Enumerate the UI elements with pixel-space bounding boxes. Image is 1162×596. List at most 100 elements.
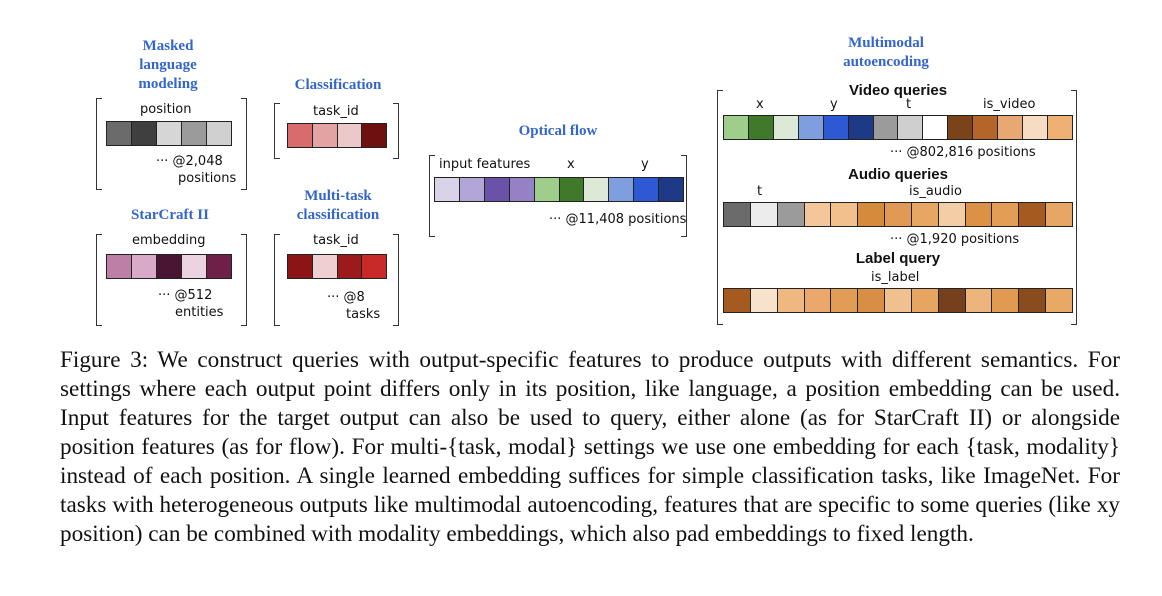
embedding-cell xyxy=(336,254,363,279)
audio-label-t: t xyxy=(757,184,763,199)
embedding-cell xyxy=(131,121,157,146)
embedding-cell xyxy=(361,254,387,279)
mlm-title-line: modeling xyxy=(138,76,198,92)
embedding-cell xyxy=(972,115,999,140)
embedding-cell xyxy=(822,115,849,140)
embedding-cell xyxy=(991,202,1020,227)
embedding-cell xyxy=(723,115,749,140)
embedding-cell xyxy=(857,202,886,227)
starcraft-count: ··· @512 xyxy=(158,288,213,303)
mlm-count-unit: positions xyxy=(178,171,237,186)
embedding-cell xyxy=(508,177,535,202)
multitask-bracket-left xyxy=(274,234,280,326)
video-queries-title: Video queries xyxy=(848,82,948,99)
multitask-title-line: Multi-task xyxy=(304,188,372,204)
embedding-cell xyxy=(910,288,939,313)
embedding-cell xyxy=(772,115,799,140)
embedding-cell xyxy=(206,121,232,146)
embedding-cell xyxy=(458,177,485,202)
audio-label-is-audio: is_audio xyxy=(909,184,962,199)
flow-label-y: y xyxy=(641,157,649,172)
embedding-cell xyxy=(206,254,232,279)
multimodal-title-line: Multimodal xyxy=(848,35,924,51)
multitask-count-unit: tasks xyxy=(346,307,381,322)
multimodal-title-line: autoencoding xyxy=(843,54,929,70)
starcraft-query-strip xyxy=(106,254,232,279)
embedding-cell xyxy=(830,202,859,227)
embedding-cell xyxy=(910,202,939,227)
embedding-cell xyxy=(156,254,182,279)
embedding-cell xyxy=(558,177,585,202)
embedding-cell xyxy=(964,288,993,313)
classification-title: Classification xyxy=(294,77,382,93)
starcraft-feature-label: embedding xyxy=(132,233,206,248)
embedding-cell xyxy=(803,288,832,313)
embedding-cell xyxy=(964,202,993,227)
video-label-is-video: is_video xyxy=(983,97,1036,112)
multitask-count: ··· @8 xyxy=(327,290,365,305)
starcraft-bracket-right xyxy=(241,234,247,326)
embedding-cell xyxy=(287,123,313,148)
video-query-strip xyxy=(723,115,1073,140)
embedding-cell xyxy=(361,123,387,148)
embedding-cell xyxy=(483,177,510,202)
multitask-query-strip xyxy=(287,254,387,279)
mlm-title-line: Masked xyxy=(142,38,194,54)
starcraft-count-unit: entities xyxy=(175,305,224,320)
embedding-cell xyxy=(776,202,805,227)
multitask-title: Multi-task classification xyxy=(284,187,392,225)
mlm-count: ··· @2,048 xyxy=(156,154,223,169)
embedding-cell xyxy=(991,288,1020,313)
embedding-cell xyxy=(1045,288,1073,313)
embedding-cell xyxy=(287,254,313,279)
embedding-cell xyxy=(857,288,886,313)
mlm-query-strip xyxy=(106,121,232,146)
audio-queries-title: Audio queries xyxy=(847,166,948,183)
embedding-cell xyxy=(106,121,132,146)
flow-query-strip xyxy=(434,177,685,202)
flow-count: ··· @11,408 positions xyxy=(549,212,687,227)
embedding-cell xyxy=(658,177,685,202)
audio-query-strip xyxy=(723,202,1073,227)
embedding-cell xyxy=(997,115,1024,140)
label-query-title: Label query xyxy=(855,250,941,267)
classification-query-strip xyxy=(287,123,387,148)
embedding-cell xyxy=(1046,115,1073,140)
starcraft-bracket-left xyxy=(96,234,102,326)
embedding-cell xyxy=(897,115,924,140)
embedding-cell xyxy=(830,288,859,313)
figure-caption: Figure 3: We construct queries with outp… xyxy=(60,347,1120,547)
embedding-cell xyxy=(723,202,751,227)
multimodal-title: Multimodal autoencoding xyxy=(826,34,946,72)
embedding-cell xyxy=(1045,202,1073,227)
embedding-cell xyxy=(533,177,560,202)
flow-label-input-features: input features xyxy=(439,157,531,172)
embedding-cell xyxy=(884,202,912,227)
flow-bracket-right xyxy=(681,155,687,237)
embedding-cell xyxy=(937,202,966,227)
embedding-cell xyxy=(937,288,966,313)
embedding-cell xyxy=(723,288,751,313)
embedding-cell xyxy=(311,123,338,148)
video-label-t: t xyxy=(906,97,912,112)
mlm-feature-label: position xyxy=(140,102,192,117)
multimodal-bracket-right xyxy=(1071,90,1077,325)
multimodal-bracket-left xyxy=(717,90,723,325)
embedding-cell xyxy=(106,254,132,279)
mlm-title-line: language xyxy=(139,57,197,73)
embedding-cell xyxy=(1018,202,1047,227)
embedding-cell xyxy=(797,115,824,140)
embedding-cell xyxy=(922,115,949,140)
classification-bracket-right xyxy=(393,103,399,159)
embedding-cell xyxy=(434,177,460,202)
audio-count: ··· @1,920 positions xyxy=(890,232,1020,247)
flow-title: Optical flow xyxy=(518,123,598,139)
embedding-cell xyxy=(311,254,338,279)
flow-bracket-left xyxy=(429,155,435,237)
embedding-cell xyxy=(872,115,899,140)
embedding-cell xyxy=(156,121,182,146)
embedding-cell xyxy=(803,202,832,227)
multitask-bracket-right xyxy=(393,234,399,326)
label-query-strip xyxy=(723,288,1073,313)
embedding-cell xyxy=(947,115,974,140)
